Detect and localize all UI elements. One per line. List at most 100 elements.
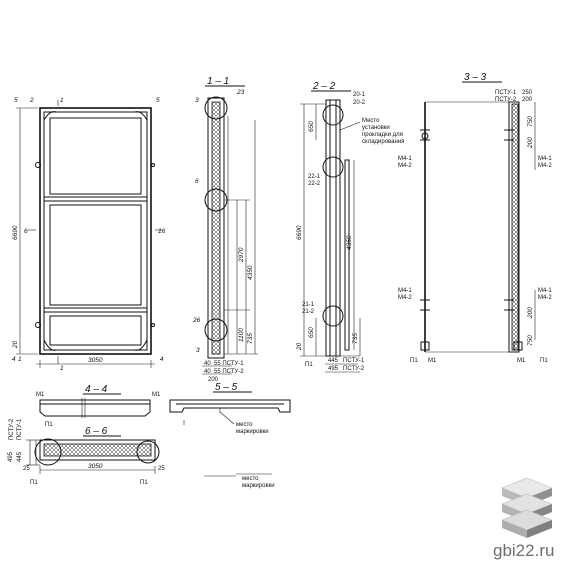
s33-right-m4-1-a: М4-1 (538, 156, 552, 162)
section-3-3 (420, 101, 536, 353)
s33-dim-200-top: 200 (527, 137, 534, 149)
elev-bottom-dim: 20 (12, 340, 19, 349)
s11-label-40-b: 40 (204, 369, 211, 375)
s66-left-pstu2: ПСТУ-2 (9, 418, 15, 440)
s55-note-line-1: место (236, 422, 253, 428)
s33-bottom-m1-left: М1 (428, 358, 437, 364)
section-5-5 (169, 399, 291, 425)
elev-mark-4-right: 4 (160, 356, 164, 363)
s33-right-m4-1-b: М4-1 (538, 288, 552, 294)
title-underlines (83, 81, 502, 437)
s33-right-m4-2-a: М4-2 (538, 163, 552, 169)
s66-note-line-1: место (242, 476, 259, 482)
s66-mark-p1-right: П1 (140, 480, 148, 486)
front-elevation (16, 100, 162, 368)
s22-mark-22-2: 22-2 (308, 181, 321, 187)
s11-mark-6: 6 (195, 178, 199, 185)
s33-top-pstu2: ПСТУ-2 (495, 97, 517, 103)
elev-mark-6: 6 (24, 228, 28, 235)
s44-mark-p1: П1 (45, 422, 53, 428)
elev-mark-4-left: 4 (12, 356, 16, 363)
s22-mark-p1: П1 (305, 362, 313, 368)
s33-bottom-p1-right: П1 (540, 358, 548, 364)
s11-dim-2970: 2970 (238, 247, 245, 263)
s66-mark-25-left: 25 (23, 466, 30, 472)
elev-width-dim: 3050 (88, 357, 103, 364)
s22-label-445: 445 (328, 358, 339, 364)
s33-left-m4-2-a: М4-2 (398, 163, 412, 169)
s11-dim-735: 735 (247, 333, 254, 344)
section-title-4-4: 4 – 4 (85, 384, 108, 395)
s22-label-pstu2: ПСТУ-2 (343, 366, 365, 372)
s55-note-line-2: маркировки (236, 429, 269, 435)
s22-mark-21-1: 21-1 (302, 302, 315, 308)
s66-left-495: 495 (8, 451, 14, 462)
s22-mark-20-1: 20-1 (353, 92, 366, 98)
section-title-6-6: 6 – 6 (85, 426, 108, 437)
s11-label-pstu1: 55 ПСТУ-1 (214, 361, 244, 367)
s66-width-dim: 3050 (88, 463, 103, 470)
elev-mark-2: 2 (29, 97, 34, 104)
s66-note-line-2: маркировки (242, 483, 275, 489)
s22-label-pstu1: ПСТУ-1 (343, 358, 365, 364)
s33-bottom-m1-right: М1 (517, 358, 526, 364)
s22-mark-20-2: 20-2 (353, 100, 366, 106)
s11-label-pstu2: 55 ПСТУ-2 (214, 369, 244, 375)
s22-dim-650-top: 650 (308, 121, 315, 132)
s44-mark-m1-right: М1 (152, 392, 161, 398)
s22-dim-735: 735 (352, 333, 359, 344)
s22-note-line-3: прокладки для (362, 132, 403, 138)
s33-top-200: 200 (522, 97, 533, 103)
s11-label-40-a: 40 (204, 361, 211, 367)
s33-dim-750-bottom: 750 (527, 335, 534, 346)
site-logo-icon (501, 477, 553, 538)
s11-mark-26: 26 (192, 317, 201, 324)
s33-left-m4-1-b: М4-1 (398, 288, 412, 294)
s22-label-495: 495 (328, 366, 339, 372)
s11-mark-23: 23 (236, 89, 245, 96)
s66-mark-p1-left: П1 (30, 480, 38, 486)
s33-dim-750-top: 750 (527, 116, 534, 127)
s33-right-m4-2-b: М4-2 (538, 295, 552, 301)
s22-note-line-1: Место (362, 118, 380, 124)
s44-mark-m1-left: М1 (36, 392, 45, 398)
s22-dim-4350: 4350 (346, 235, 353, 250)
s22-note-line-2: установки (362, 125, 390, 131)
s33-dim-200-bottom: 200 (527, 307, 534, 319)
s22-dim-20: 20 (296, 342, 303, 351)
s22-mark-21-2: 21-2 (302, 309, 315, 315)
s22-note-line-4: складирования (362, 139, 404, 145)
section-title-5-5: 5 – 5 (215, 382, 238, 393)
elev-mark-5-right: 5 (156, 97, 160, 104)
s22-mark-22-1: 22-1 (308, 174, 321, 180)
s33-bottom-p1-left: П1 (410, 358, 418, 364)
s33-top-pstu1: ПСТУ-1 (495, 90, 517, 96)
elev-mark-1-top: 1 (60, 97, 64, 104)
section-1-1 (202, 96, 258, 375)
s11-dim-1100: 1100 (238, 328, 245, 342)
s33-left-m4-1-a: М4-1 (398, 156, 412, 162)
section-6-6 (26, 438, 272, 477)
s33-left-m4-2-b: М4-2 (398, 295, 412, 301)
s22-dim-6690: 6690 (296, 225, 303, 240)
watermark-text: gbi22.ru (493, 541, 554, 560)
elev-mark-1-bottom-b: 1 (60, 365, 64, 372)
s66-mark-25-right: 25 (158, 466, 165, 472)
elev-height-dim: 6690 (12, 225, 19, 240)
s22-dim-650-bottom: 650 (308, 327, 315, 338)
s11-mark-3-top: 3 (195, 97, 199, 104)
s66-left-445: 445 (17, 451, 23, 462)
s66-left-pstu1: ПСТУ-1 (17, 418, 23, 440)
section-title-2-2: 2 – 2 (312, 81, 336, 92)
s11-label-200: 200 (208, 377, 219, 383)
s11-mark-3-bottom: 3 (196, 347, 200, 354)
s11-dim-4350: 4350 (247, 265, 254, 280)
elev-mark-5-left: 5 (14, 97, 18, 104)
section-title-1-1: 1 – 1 (207, 76, 229, 87)
section-2-2 (300, 99, 361, 373)
elev-mark-1-bottom-a: 1 (18, 356, 22, 363)
s33-top-250: 250 (522, 90, 533, 96)
section-4-4 (39, 398, 151, 418)
section-title-3-3: 3 – 3 (464, 72, 487, 83)
